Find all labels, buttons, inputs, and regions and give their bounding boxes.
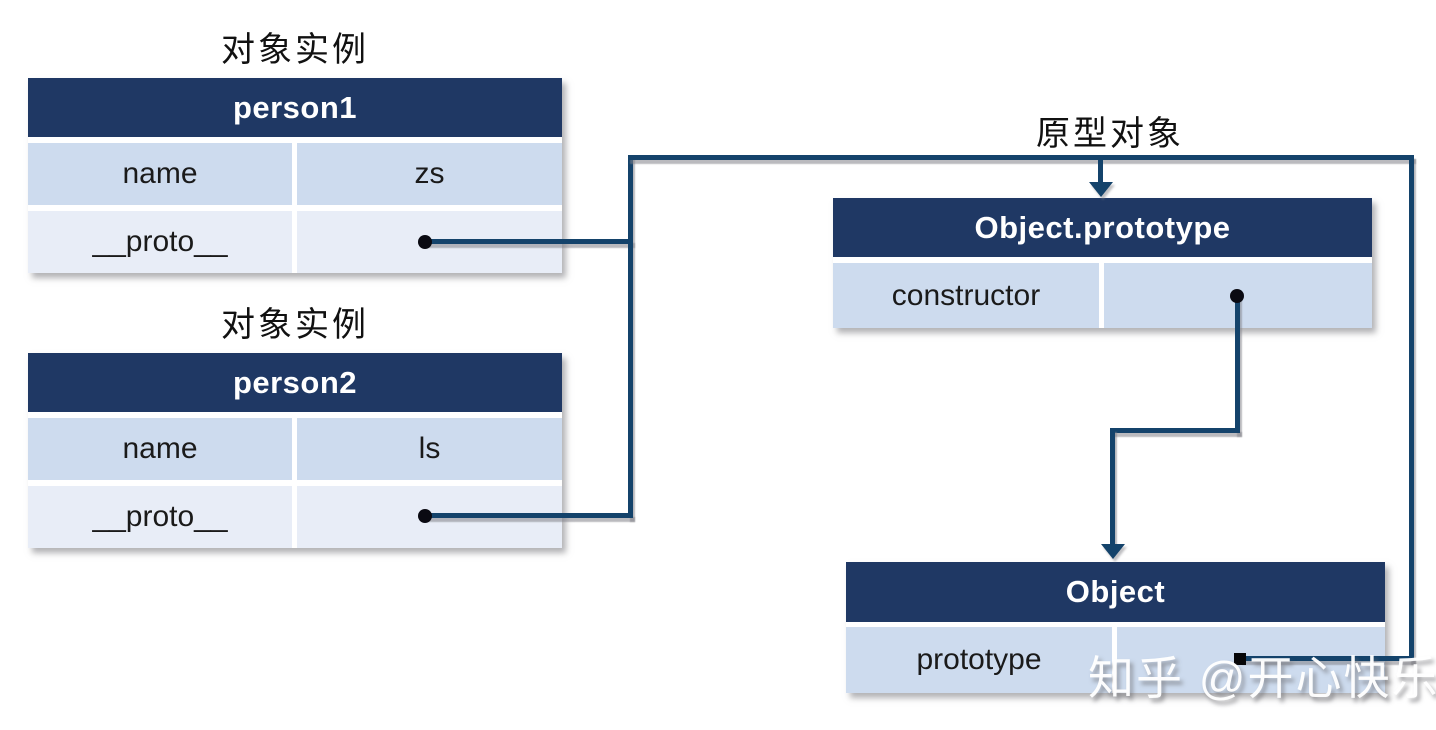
watermark: 知乎 @开心快乐 [1088, 652, 1436, 704]
object-prototype-title: Object.prototype [833, 198, 1372, 257]
person2-proto-key: __proto__ [28, 486, 292, 548]
person1-title: person1 [28, 78, 562, 137]
connector-top-horizontal-line [628, 155, 1414, 160]
connector-left-vertical-line [628, 155, 633, 518]
person2-title: person2 [28, 353, 562, 412]
constructor-key: constructor [833, 263, 1099, 328]
person2-name-row: name ls [28, 418, 562, 480]
arrowhead-down-object-prototype-icon [1089, 182, 1113, 197]
connector-to-object-down-line [1110, 428, 1115, 545]
person1-name-row: name zs [28, 143, 562, 205]
prototype-pointer-square-icon [1234, 653, 1246, 665]
person2-name-value: ls [297, 418, 562, 480]
person1-proto-key: __proto__ [28, 211, 292, 273]
constructor-row: constructor [833, 263, 1372, 328]
person1-table: person1 name zs __proto__ [28, 78, 562, 273]
person2-proto-pointer-dot-icon [418, 509, 432, 523]
connector-constructor-down-line [1235, 296, 1240, 433]
person1-name-value: zs [297, 143, 562, 205]
person2-name-key: name [28, 418, 292, 480]
instance2-label: 对象实例 [221, 305, 369, 345]
constructor-pointer-dot-icon [1230, 289, 1244, 303]
connector-right-vertical-line [1409, 155, 1414, 661]
connector-person1-proto-line [425, 239, 633, 244]
object-title: Object [846, 562, 1385, 622]
prototype-object-label: 原型对象 [1036, 114, 1184, 154]
arrowhead-down-object-icon [1101, 544, 1125, 559]
connector-constructor-horizontal-line [1110, 428, 1240, 433]
person1-name-key: name [28, 143, 292, 205]
arrow-to-object-prototype-stem [1098, 159, 1103, 183]
object-prototype-table: Object.prototype constructor [833, 198, 1372, 328]
instance1-label: 对象实例 [221, 30, 369, 70]
connector-person2-proto-line [425, 513, 633, 518]
prototype-key: prototype [846, 627, 1112, 693]
person1-proto-pointer-dot-icon [418, 235, 432, 249]
object-table: Object prototype [846, 562, 1385, 693]
connector-bottom-horizontal-line [1240, 656, 1414, 661]
person2-table: person2 name ls __proto__ [28, 353, 562, 548]
